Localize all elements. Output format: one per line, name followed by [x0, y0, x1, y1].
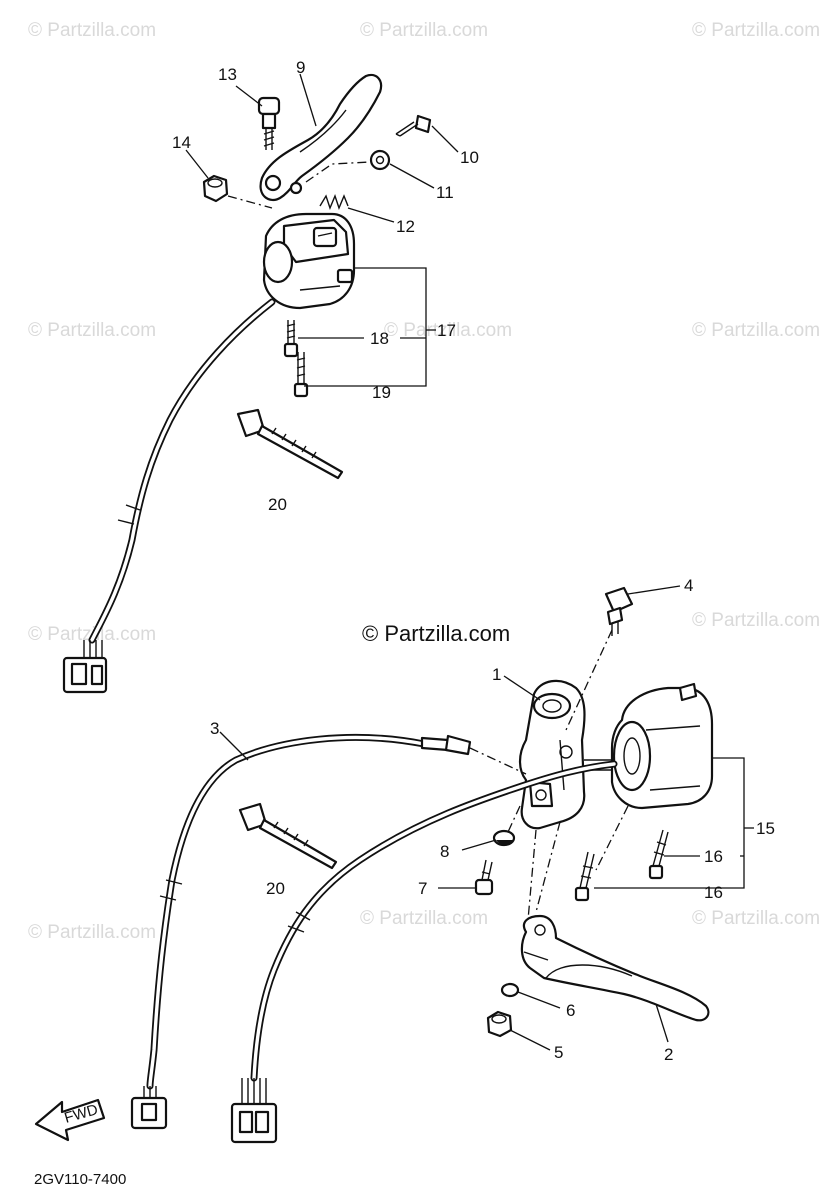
callout-5: 5: [554, 1043, 563, 1062]
callout-15: 15: [756, 819, 775, 838]
part-5-nut: [486, 1010, 513, 1038]
part-13-lever-bolt: [257, 96, 281, 150]
callout-20: 20: [266, 879, 285, 898]
center-watermark: © Partzilla.com: [362, 621, 510, 646]
part-8-washer: [492, 829, 516, 847]
callout-17: 17: [437, 321, 456, 340]
part-4-bolt: [604, 586, 634, 636]
part-15-right-handlebar-switch: [584, 682, 714, 810]
callout-16: 16: [704, 883, 723, 902]
lower-switch-wire-harness: [241, 760, 618, 1104]
upper-switch-wire-harness: [83, 298, 276, 660]
callout-1: 1: [492, 665, 501, 684]
part-10-screw: [395, 114, 432, 137]
callout-11: 11: [436, 183, 454, 202]
part-20-cable-tie: [236, 408, 344, 480]
callout-3: 3: [210, 719, 219, 738]
callout-7: 7: [418, 879, 427, 898]
callout-12: 12: [396, 217, 415, 236]
part-7-screw: [474, 859, 494, 896]
lower-switch-connector: [230, 1102, 278, 1144]
diagram-code: 2GV110-7400: [34, 1171, 126, 1188]
forward-direction-arrow: FWD: [34, 1098, 106, 1142]
part-14-nut: [202, 174, 229, 203]
part-18-screw: [283, 320, 299, 358]
upper-leader-lines: [185, 73, 459, 387]
upper-wire-connector: [62, 656, 108, 694]
callout-19: 19: [372, 383, 391, 402]
part-2-brake-lever: [520, 914, 710, 1022]
callout-4: 4: [684, 576, 693, 595]
callout-10: 10: [460, 148, 479, 167]
part-9-clutch-lever: [259, 73, 383, 202]
part-12-spring: [319, 194, 349, 210]
watermark: © Partzilla.com: [692, 320, 820, 341]
brake-switch-connector: [130, 1086, 168, 1130]
callout-6: 6: [566, 1001, 575, 1020]
watermark: © Partzilla.com: [692, 20, 820, 41]
part-3-brake-switch-lead: [146, 734, 472, 1090]
watermark: © Partzilla.com: [692, 908, 820, 929]
callout-13: 13: [218, 65, 237, 84]
watermark: © Partzilla.com: [692, 610, 820, 631]
callout-18: 18: [370, 329, 389, 348]
callout-labels: 9 13 14 10 11 12 17 18 19 20 4 1 3 15 16…: [172, 58, 775, 1064]
callout-16: 16: [704, 847, 723, 866]
part-20-cable-tie: [238, 802, 338, 870]
watermark: © Partzilla.com: [28, 922, 156, 943]
watermark: © Partzilla.com: [28, 20, 156, 41]
callout-20: 20: [268, 495, 287, 514]
watermark: © Partzilla.com: [28, 320, 156, 341]
callout-2: 2: [664, 1045, 673, 1064]
watermark: © Partzilla.com: [384, 320, 512, 341]
callout-14: 14: [172, 133, 191, 152]
part-16-screw: [648, 829, 669, 880]
part-11-nut: [369, 149, 391, 171]
part-19-screw: [293, 352, 309, 398]
watermark: © Partzilla.com: [360, 20, 488, 41]
callout-8: 8: [440, 842, 449, 861]
part-1-lever-holder: [518, 679, 586, 830]
lower-leader-lines: [219, 585, 754, 1051]
watermark: © Partzilla.com: [360, 908, 488, 929]
part-17-left-handlebar-switch: [262, 212, 356, 310]
part-6-ring: [500, 982, 520, 998]
callout-9: 9: [296, 58, 305, 77]
part-16-screw: [574, 851, 595, 902]
